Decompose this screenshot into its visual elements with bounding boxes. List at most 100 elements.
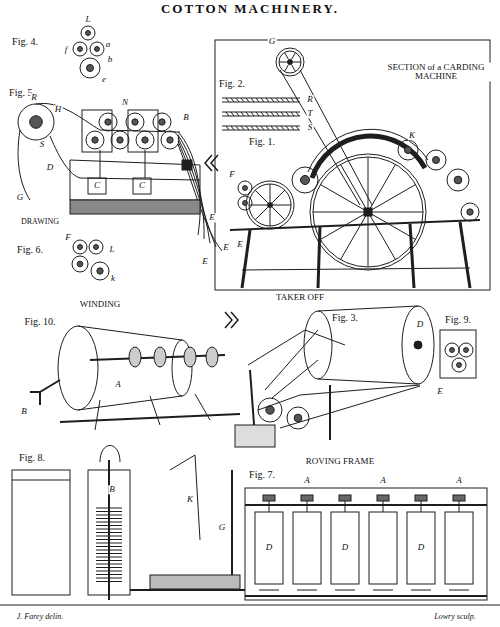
card-tooth: [251, 126, 254, 130]
bottom-roller: [161, 131, 179, 149]
bottom-roller-axle: [97, 268, 103, 274]
gear-box: [415, 495, 427, 501]
drawing-frame: [70, 160, 200, 200]
callout-letter: B: [182, 113, 190, 122]
belt: [280, 70, 360, 205]
foot-rail: [335, 590, 355, 591]
fig9-frame: [440, 330, 476, 378]
card-tooth: [271, 126, 274, 130]
callout-letter: B: [108, 485, 116, 494]
callout-letter: L: [108, 245, 115, 254]
main-cylinder-spoke: [368, 157, 369, 209]
top-roller: [126, 113, 144, 131]
drive-pulley: [276, 48, 304, 76]
bobbin: [206, 347, 218, 367]
cross-bar: [242, 268, 470, 270]
drum-end: [304, 311, 332, 379]
base-rail: [60, 414, 240, 422]
roving-frame: [245, 488, 487, 600]
card-tooth: [241, 112, 244, 116]
bottom-roller: [72, 256, 88, 272]
gear-box: [301, 495, 313, 501]
roller-axle: [464, 348, 469, 353]
foot-rail: [259, 590, 279, 591]
plate-title: COTTON MACHINERY.: [0, 1, 500, 17]
callout-letter: F: [228, 170, 236, 179]
main-cylinder-spoke: [320, 185, 365, 211]
card-tooth: [281, 112, 284, 116]
figure-label: Fig. 1.: [248, 137, 276, 148]
drum-axle: [414, 341, 422, 349]
card-tooth: [286, 126, 289, 130]
bottom-roller: [136, 131, 154, 149]
bottom-roller-axle: [142, 137, 148, 143]
callout-letter: D: [416, 320, 425, 329]
belt: [300, 70, 372, 205]
can: [235, 425, 275, 447]
card-tooth: [246, 98, 249, 102]
card-tooth: [296, 126, 299, 130]
housing-line: [12, 480, 70, 481]
callout-letter: D: [417, 543, 426, 552]
gear-box: [453, 495, 465, 501]
top-roller: [153, 113, 171, 131]
card-tooth: [281, 126, 284, 130]
card-tooth: [236, 98, 239, 102]
top-roller-axle: [78, 245, 83, 250]
card-tooth: [291, 98, 294, 102]
roller: [73, 42, 87, 56]
card-tooth: [296, 112, 299, 116]
bobbin-cabinet: [407, 512, 435, 584]
bottom-roller-axle: [117, 137, 123, 143]
doffer-spoke: [270, 208, 271, 226]
figure-label: Fig. 3.: [331, 313, 359, 324]
roller-axle: [467, 209, 473, 215]
card-tooth: [251, 112, 254, 116]
callout-letter: D: [341, 543, 350, 552]
weight-box: [133, 178, 151, 194]
rod-g: [231, 470, 233, 575]
winding-drum: [78, 326, 182, 410]
card-tooth: [236, 126, 239, 130]
card-tooth: [236, 112, 239, 116]
ground-line: [130, 589, 245, 591]
callout-letter: K: [408, 131, 416, 140]
callout-letter: G: [218, 523, 227, 532]
figure-label: Fig. 10.: [24, 317, 57, 328]
drive-pulley-spoke: [292, 65, 296, 72]
licker-in-axle: [300, 175, 309, 184]
bobbin-cabinet: [293, 512, 321, 584]
doffer-spoke: [270, 184, 271, 202]
frame-leg: [318, 226, 320, 288]
main-cylinder-spoke: [371, 185, 416, 211]
callout-letter: R: [306, 95, 314, 104]
main-cylinder-spoke: [341, 215, 367, 260]
top-roller: [89, 240, 103, 254]
card-tooth: [226, 112, 229, 116]
doffer-spoke: [272, 190, 285, 203]
callout-letter: E: [201, 257, 209, 266]
crank: [30, 380, 60, 405]
callout-letter: E: [222, 243, 230, 252]
roller: [90, 42, 104, 56]
roller: [452, 358, 466, 372]
roller-stand: [82, 110, 112, 152]
card-tooth: [261, 98, 264, 102]
drive-pulley-spoke: [279, 62, 287, 63]
gear-box: [263, 495, 275, 501]
feed-roller-axle: [243, 201, 248, 206]
callout-letter: J. Farey delin.: [16, 613, 64, 621]
lap-roller-axle: [30, 116, 43, 129]
direction-mark: [225, 312, 238, 328]
callout-letter: b: [107, 55, 114, 64]
top-roller-axle: [94, 245, 99, 250]
foot-rail: [449, 590, 469, 591]
drum-end: [402, 306, 434, 384]
stripper-roller-axle: [405, 147, 412, 154]
main-cylinder-spoke: [368, 215, 369, 267]
callout-letter: E: [436, 387, 444, 396]
worker-roller-axle: [433, 157, 440, 164]
main-cylinder-spoke: [371, 212, 423, 213]
